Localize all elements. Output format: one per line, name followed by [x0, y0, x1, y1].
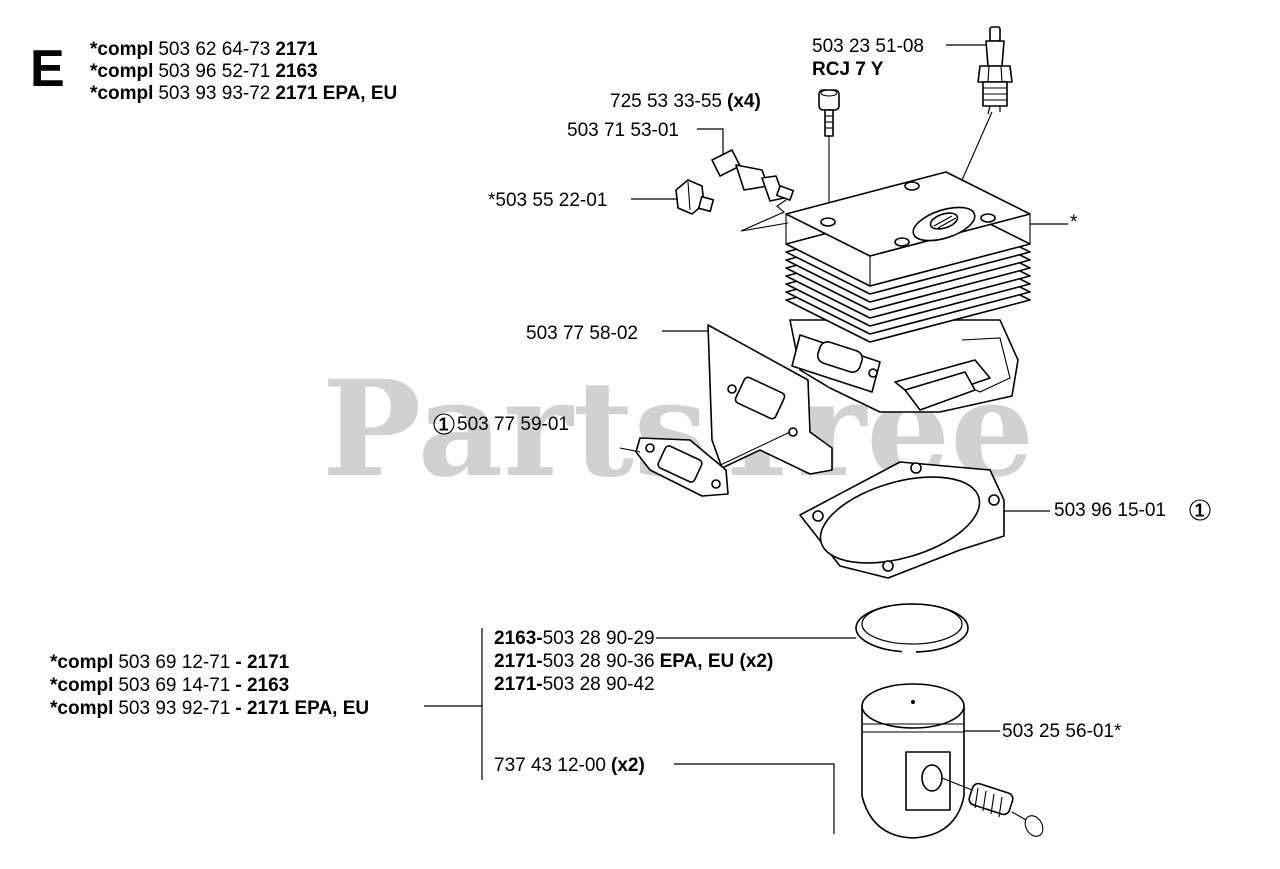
spark-plug-type: RCJ 7 Y	[812, 59, 884, 80]
piston-ring-2163: 2163-503 28 90-29	[494, 628, 655, 649]
piston-number: 503 25 56-01*	[1002, 721, 1122, 742]
piston-callout[interactable]: 503 25 56-01*	[964, 721, 1122, 742]
circlip-callout[interactable]: 737 43 12-00(x2)	[494, 755, 835, 834]
base-gasket-number: 503 96 15-01	[1054, 500, 1166, 521]
muffler-gasket-callout[interactable]: 503 77 58-02	[526, 323, 710, 344]
spark-plug-number: 503 23 51-08	[812, 36, 924, 57]
muffler-gasket-drawing	[707, 324, 833, 475]
cylinder-drawing	[785, 171, 1031, 413]
muffler-gasket-number: 503 77 58-02	[526, 323, 638, 344]
screw-callout[interactable]: 725 53 33-55(x4)	[610, 91, 761, 112]
piston-drawing	[861, 683, 1044, 839]
plug-nut-number: *503 55 22-01	[488, 190, 607, 211]
section-letter: E	[30, 40, 65, 98]
intake-gasket-drawing	[619, 437, 729, 497]
cylinder-mark: *	[1070, 212, 1078, 233]
base-gasket-circle: 1	[1195, 501, 1205, 521]
plug-nut-callout[interactable]: *503 55 22-01	[488, 190, 680, 211]
plug-nut-drawing	[675, 179, 715, 215]
intake-gasket-circle: 1	[439, 415, 449, 435]
valve-callout[interactable]: 503 71 53-01	[567, 120, 724, 158]
intake-gasket-number: 503 77 59-01	[457, 414, 569, 435]
base-gasket-drawing	[799, 461, 1005, 579]
piston-ring-2171: 2171-503 28 90-42	[494, 674, 655, 695]
intake-gasket-circle-marker	[433, 413, 455, 435]
valve-number: 503 71 53-01	[567, 120, 679, 141]
screw-number: 725 53 33-55(x4)	[610, 91, 761, 112]
intake-gasket-callout[interactable]: 1 503 77 59-01	[433, 413, 569, 435]
circlip-number: 737 43 12-00(x2)	[494, 755, 645, 776]
screw-drawing	[818, 89, 840, 222]
valve-drawing	[711, 149, 795, 232]
cylinder-callout[interactable]: *	[1030, 212, 1078, 233]
base-gasket-circle-marker	[1189, 499, 1211, 521]
piston-ring-drawing	[855, 603, 969, 654]
base-gasket-callout[interactable]: 503 96 15-01 1	[1004, 499, 1211, 521]
spark-plug-callout[interactable]: 503 23 51-08 RCJ 7 Y	[812, 36, 986, 80]
